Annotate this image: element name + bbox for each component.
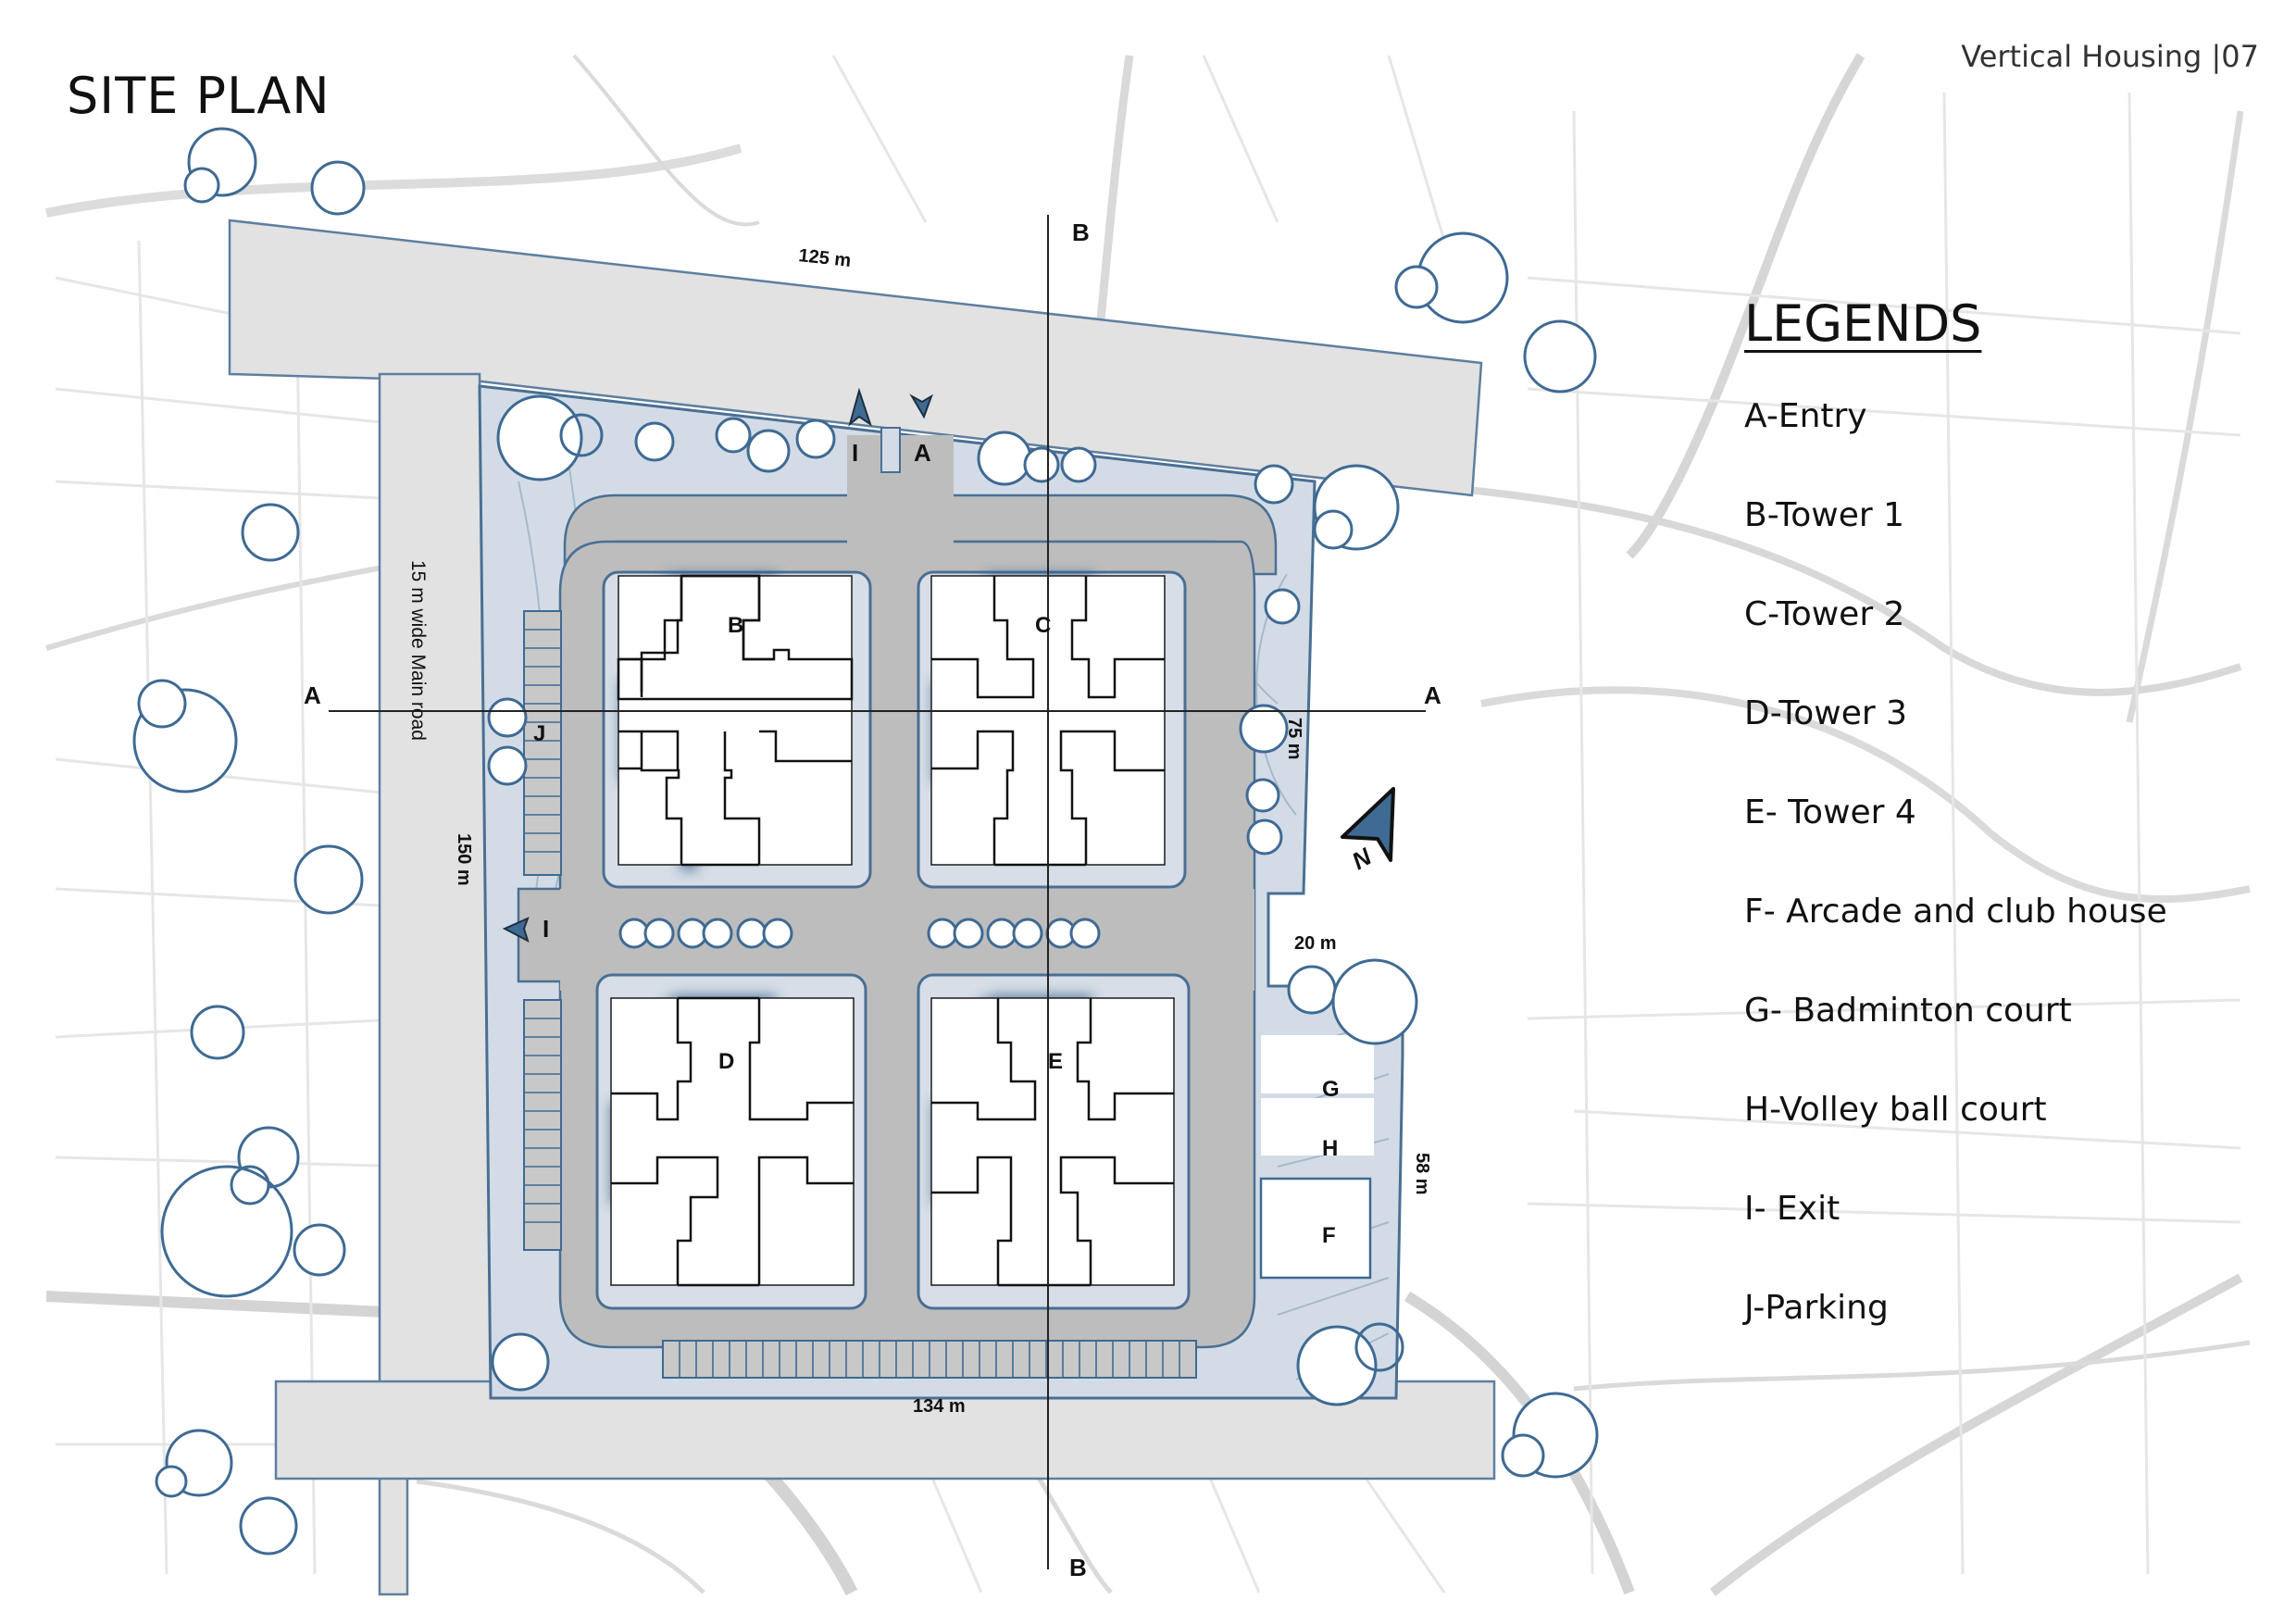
exit-arrow-north bbox=[848, 387, 872, 427]
amenity-blocks bbox=[1259, 1035, 1374, 1280]
legend-item-volleyball: H-Volley ball court bbox=[1744, 1091, 2047, 1129]
exit-arrow-west bbox=[502, 917, 530, 943]
legend-item-tower-1: B-Tower 1 bbox=[1744, 496, 1905, 534]
legend-list: A-Entry B-Tower 1 C-Tower 2 D-Tower 3 E-… bbox=[1744, 397, 2263, 1388]
parking-bays bbox=[523, 610, 1197, 1379]
document-page-label: Vertical Housing |07 bbox=[1961, 39, 2259, 74]
legend-item-tower-4: E- Tower 4 bbox=[1744, 793, 1916, 831]
legend-item-badminton: G- Badminton court bbox=[1744, 992, 2072, 1030]
legend-item-tower-2: C-Tower 2 bbox=[1744, 595, 1905, 633]
legend-panel: LEGENDS A-Entry B-Tower 1 C-Tower 2 D-To… bbox=[1744, 294, 2263, 1388]
legend-item-entry: A-Entry bbox=[1744, 397, 1867, 435]
page-title: SITE PLAN bbox=[67, 67, 331, 125]
legend-title: LEGENDS bbox=[1744, 294, 1982, 353]
tower-d-footprint bbox=[610, 996, 855, 1287]
volleyball-court bbox=[1261, 1098, 1374, 1156]
tower-e-footprint bbox=[930, 997, 1175, 1287]
clubhouse-block bbox=[1259, 1177, 1372, 1280]
entry-exit-arrows bbox=[502, 387, 933, 943]
entry-arrow-north bbox=[909, 394, 933, 419]
legend-item-tower-3: D-Tower 3 bbox=[1744, 694, 1908, 732]
tower-footprints bbox=[610, 574, 1175, 1287]
trees bbox=[132, 127, 1599, 1555]
legend-item-parking: J-Parking bbox=[1744, 1289, 1889, 1327]
badminton-court bbox=[1261, 1035, 1374, 1093]
main-roads bbox=[228, 219, 1496, 1596]
north-arrow-icon bbox=[1341, 787, 1395, 862]
section-lines bbox=[329, 215, 1426, 1569]
legend-item-exit: I- Exit bbox=[1744, 1190, 1841, 1228]
tower-b-footprint bbox=[617, 574, 854, 867]
legend-item-clubhouse: F- Arcade and club house bbox=[1744, 893, 2167, 931]
